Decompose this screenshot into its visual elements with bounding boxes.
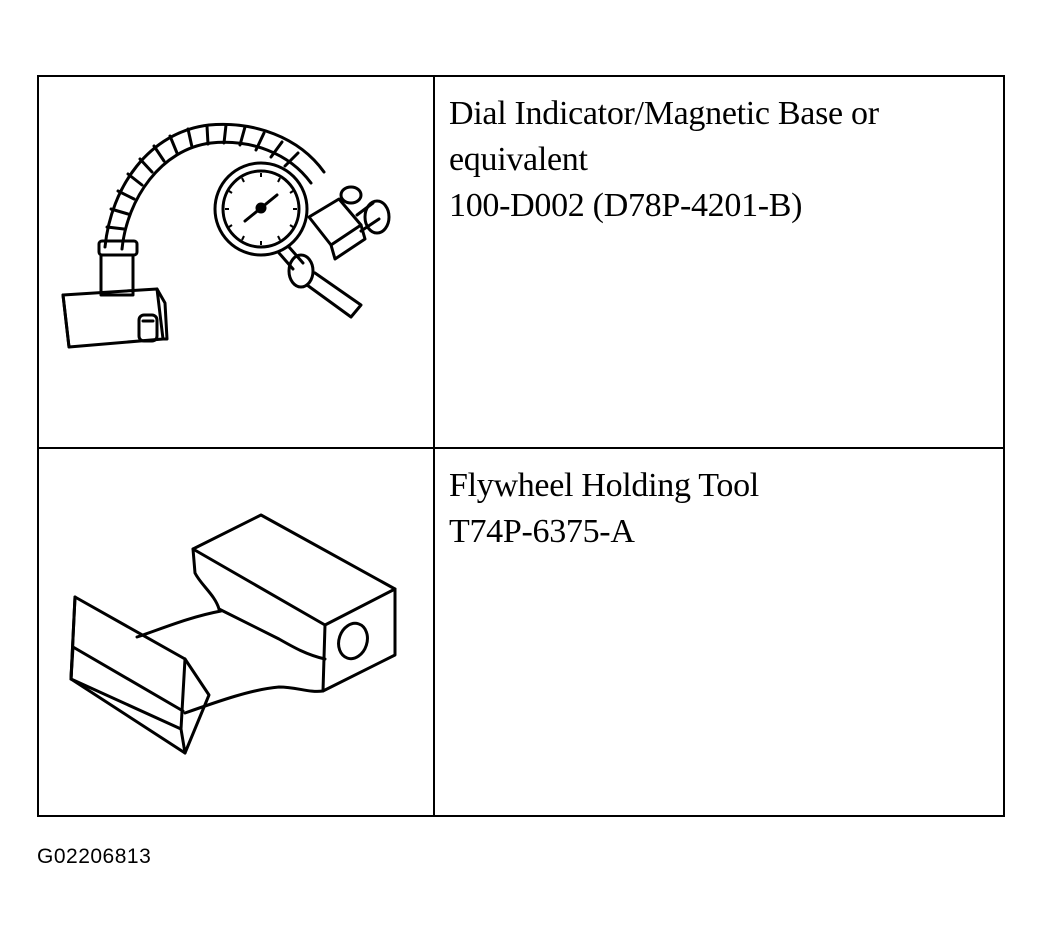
tool-image-cell: [39, 77, 433, 447]
flywheel-holding-tool-icon: [69, 513, 397, 755]
tool-part-number: 100-D002 (D78P-4201-B): [449, 187, 803, 224]
row-divider: [39, 447, 1003, 449]
tool-part-number: T74P-6375-A: [449, 513, 635, 550]
figure-id: G02206813: [37, 845, 152, 868]
tool-image-cell: [39, 449, 433, 819]
tool-description-cell: Flywheel Holding Tool T74P-6375-A: [449, 463, 989, 555]
tool-description-cell: Dial Indicator/Magnetic Base or equivale…: [449, 91, 989, 229]
tool-row-dial-indicator: Dial Indicator/Magnetic Base or equivale…: [39, 77, 1003, 447]
tool-row-flywheel-holding: Flywheel Holding Tool T74P-6375-A: [39, 449, 1003, 819]
tool-name-line: equivalent: [449, 141, 588, 178]
special-tools-table: Dial Indicator/Magnetic Base or equivale…: [37, 75, 1005, 817]
tool-name-line: Flywheel Holding Tool: [449, 467, 759, 504]
tool-name-line: Dial Indicator/Magnetic Base or: [449, 95, 879, 132]
dial-indicator-magnetic-base-icon: [61, 122, 391, 349]
column-divider: [433, 77, 435, 815]
